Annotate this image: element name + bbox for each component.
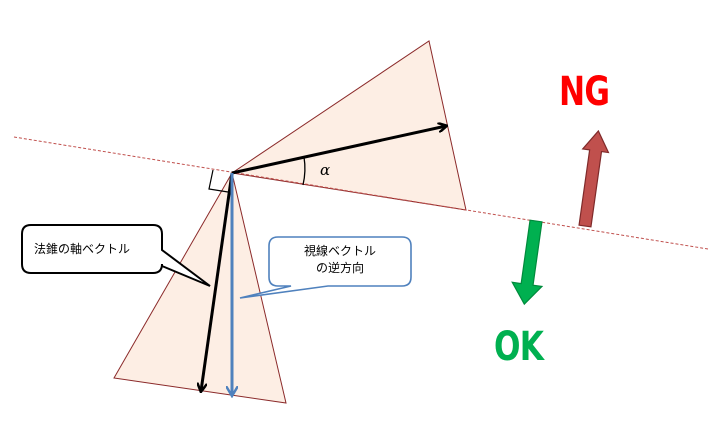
ng-label: NG	[559, 69, 610, 115]
view-reverse-callout-shape	[239, 236, 412, 299]
cone-axis-vector	[201, 172, 234, 391]
tangent-plane-line	[13, 136, 709, 250]
normal-cone	[113, 171, 287, 404]
angle-alpha-label: α	[320, 161, 331, 179]
view-reverse-line2: の逆方向	[315, 261, 364, 275]
ok-arrow	[511, 219, 544, 306]
cone-axis-callout-shape	[21, 224, 211, 287]
ok-label: OK	[494, 324, 544, 370]
view-reverse-callout-label: 視線ベクトル の逆方向	[292, 243, 388, 277]
ng-arrow	[578, 129, 610, 228]
upper-cone	[230, 40, 467, 211]
angle-alpha-arc	[302, 156, 306, 186]
surface-vector	[231, 126, 446, 175]
view-reverse-line1: 視線ベクトル	[303, 244, 376, 258]
cone-axis-callout-label: 法錐の軸ベクトル	[34, 242, 131, 256]
right-angle-marker	[208, 169, 229, 193]
